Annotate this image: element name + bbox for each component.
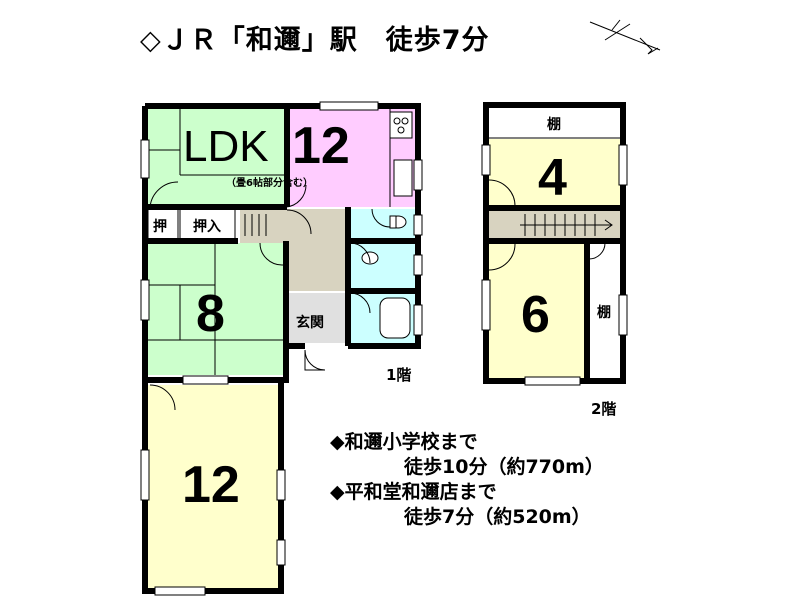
floor2-label: 2階 [591,400,617,418]
stove-icon [389,111,413,139]
door-arcs-floor1 [149,181,391,411]
ldk-green-area [148,109,285,207]
room6-area [489,243,585,378]
info-store-distance: 徒歩7分（約520m） [404,506,591,528]
door-arcs-floor2 [488,179,606,271]
room4-label: 4 [538,149,567,207]
room4-area [489,139,620,207]
info-school-distance: 徒歩10分（約770m） [404,456,604,478]
stairs-floor1 [244,214,267,236]
page-title: ◇ＪＲ「和邇」駅 徒歩7分 [140,25,490,56]
floor1-label: 1階 [386,366,412,384]
info-school-label: ◆和邇小学校まで [330,431,478,453]
tatami-lines-ldk [148,109,285,176]
ldk-label: LDK [183,122,269,171]
oshiire-label: 押入 [193,219,221,235]
stairs-floor2 [520,214,613,236]
tana-side-area [589,243,620,378]
tana-side-label: 棚 [597,305,611,321]
tana-top-area [489,108,620,138]
windows-floor2 [481,144,628,386]
sink-icon [393,159,413,197]
ldk-note: （畳6帖部分含む） [226,178,313,189]
genkan-area [285,293,345,343]
washroom [350,243,415,289]
genkan-label: 玄関 [296,315,324,331]
room12-area [148,385,278,588]
room6-label: 6 [521,286,550,344]
room8-label: 8 [196,285,225,343]
info-store-label: ◆平和堂和邇店まで [330,481,497,503]
room12-label: 12 [182,456,240,514]
oshi-label: 押 [153,219,167,235]
compass-icon [589,19,661,55]
tana-top-label: 棚 [547,117,561,133]
windows-floor1 [140,101,423,596]
ldk-size: 12 [292,117,350,175]
